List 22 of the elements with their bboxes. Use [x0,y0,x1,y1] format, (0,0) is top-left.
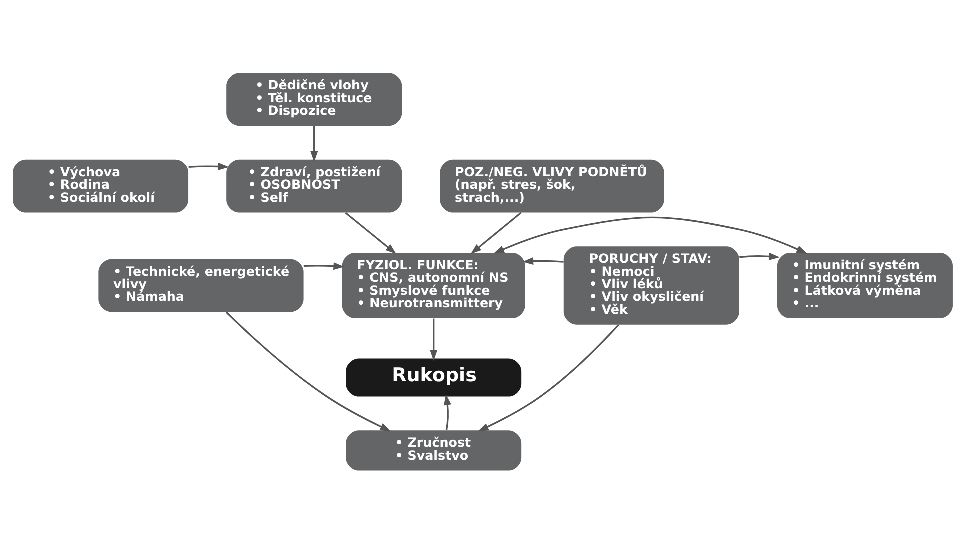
node-box: POZ./NEG. VLIVY PODNĚTŮ (např. stres, šok, strach,...) [440,160,664,213]
arrow [740,252,780,260]
arrow [478,324,620,432]
arrow [310,126,318,162]
arrow [470,212,522,254]
arrow [188,162,230,170]
arrow [522,258,564,266]
node-box: • Dědičné vlohy • Těl. konstituce • Dispozice [226,73,402,126]
arrow [304,262,345,270]
node-box: • Výchova • Rodina • Sociální okolí [13,160,189,213]
arrow [345,212,396,254]
arrow [494,216,808,254]
node-box: PORUCHY / STAV: • Nemoci • Vliv léků • Vliv okysličení • Věk [564,246,740,325]
arrow [430,318,438,361]
arrow [226,312,392,432]
node-box: • Zdraví, postižení • OSOBNOST • Self [226,160,402,213]
arrow [444,394,452,430]
node-box: • Technické, energetické vlivy • Námaha [98,259,304,312]
node-box: Rukopis [346,358,522,397]
node-box: • Imunitní systém • Endokrinní systém • Látková výměna • ... [777,252,953,319]
node-box: FYZIOL. FUNKCE: • CNS, autonomní NS • Smyslové funkce • Neurotransmittery [342,252,526,319]
node-box: • Zručnost • Svalstvo [346,430,522,471]
